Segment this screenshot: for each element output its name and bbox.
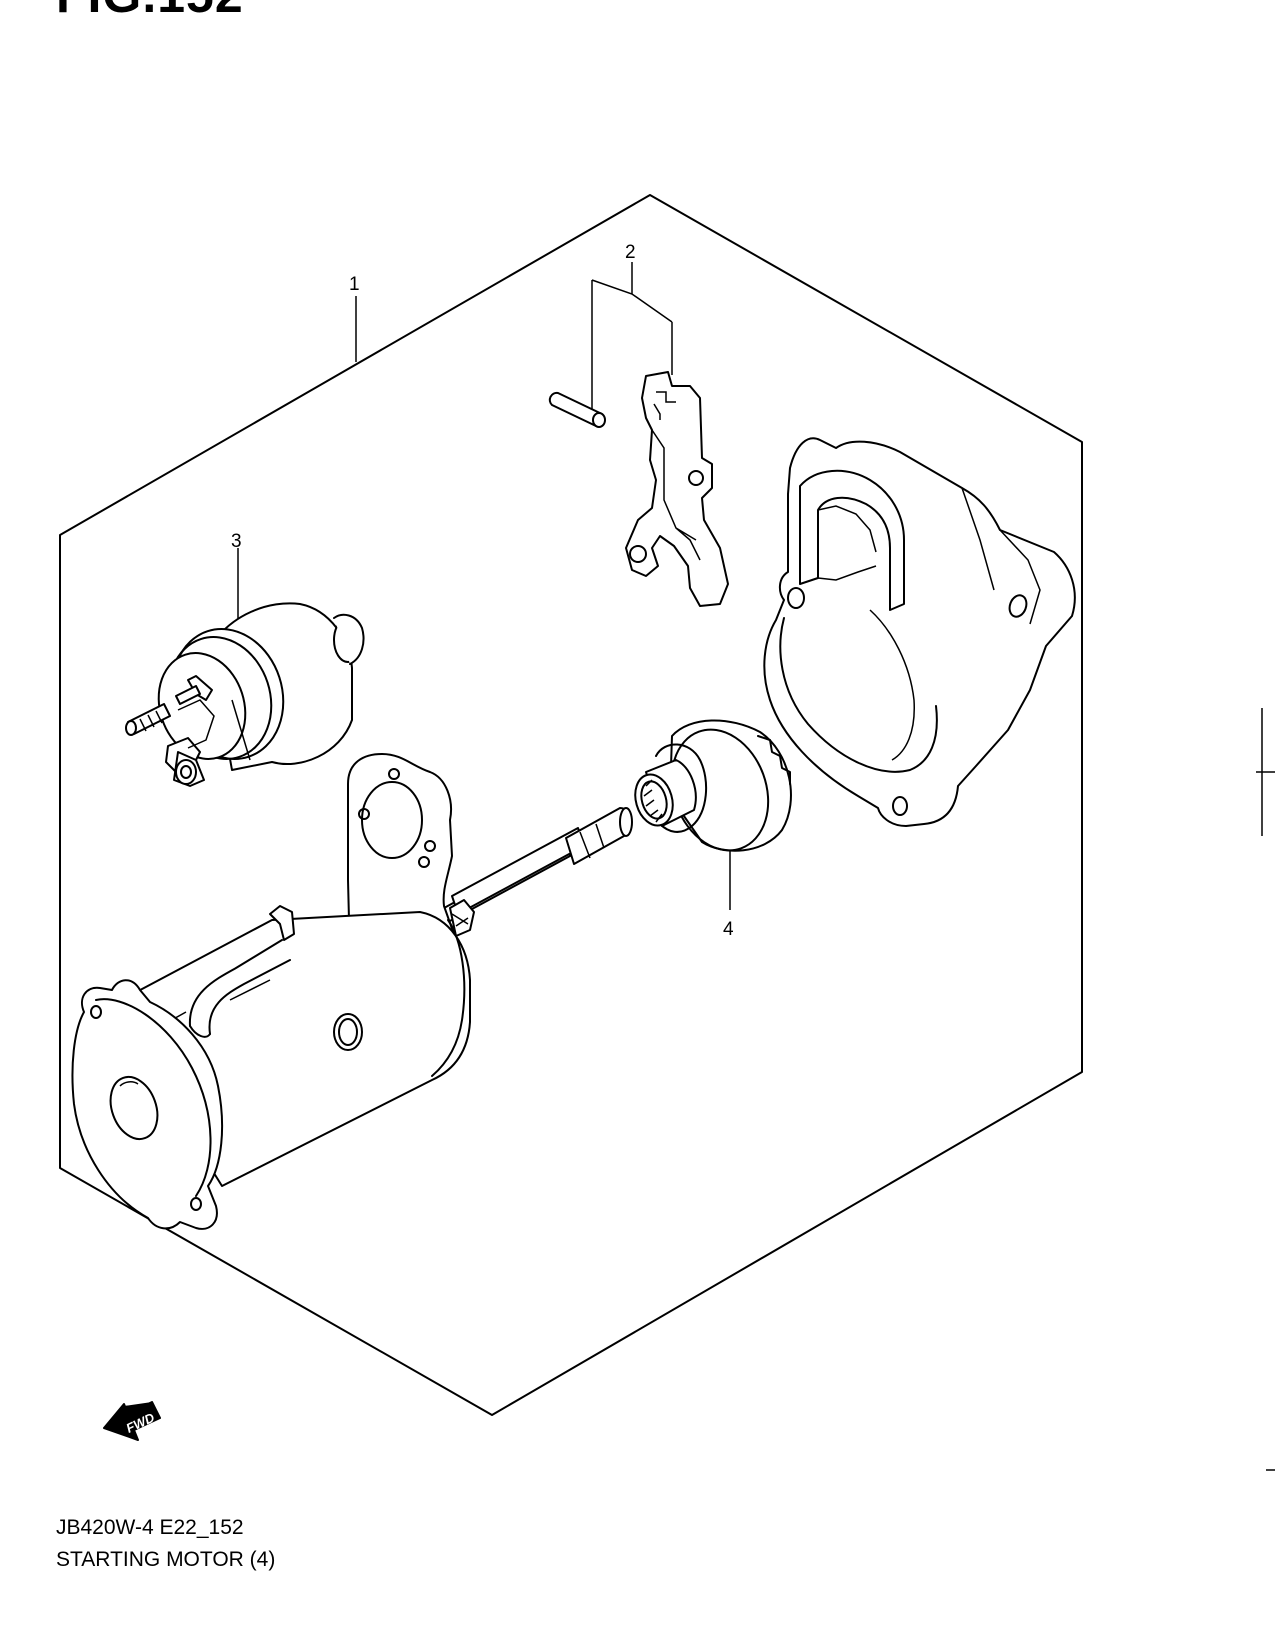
part-3-solenoid [125,602,365,787]
callout-2-leader [591,262,673,412]
front-housing [763,437,1076,827]
part-1-motor-body [71,753,475,1230]
diagram-description: STARTING MOTOR (4) [56,1548,276,1571]
fwd-arrow-icon: FWD [103,1401,161,1441]
part-2-pin [548,391,606,428]
callout-2-label: 2 [625,242,636,263]
crop-mark-right [1256,708,1275,1471]
armature-shaft [443,807,633,923]
callout-1-label: 1 [349,274,360,295]
figure-title: FIG.152 [56,0,244,24]
callout-4-label: 4 [723,919,734,940]
assembly-boundary [59,194,1083,1416]
diagram-code: JB420W-4 E22_152 [56,1516,244,1539]
part-4-pinion-clutch [634,719,792,852]
callout-3-label: 3 [231,531,242,552]
part-2-shift-lever [625,371,729,607]
